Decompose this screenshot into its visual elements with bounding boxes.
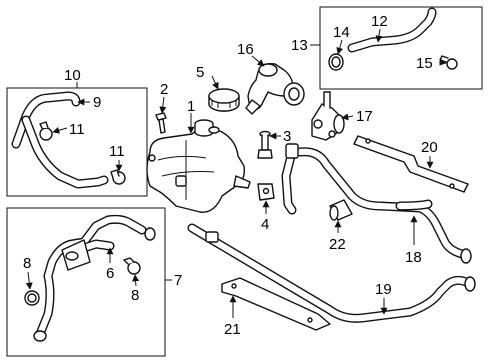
group-box-7 [6,207,166,357]
callout-16: 16 [237,41,254,58]
part-21-bracket [221,277,331,331]
callout-5: 5 [196,64,204,81]
group-box-13 [319,6,483,90]
part-5-reservoir-cap [208,88,240,112]
part-2-bolt [155,112,167,134]
part-20-bracket [353,135,469,193]
callout-19: 19 [375,281,392,298]
part-9-hose [11,91,109,189]
callout-10: 10 [64,67,81,84]
callout-12: 12 [371,13,388,30]
leader-lines [25,28,447,318]
callout-labels: 1 2 3 4 5 6 7 8 8 9 10 11 11 12 13 14 15… [23,13,438,338]
part-3-stud [257,130,273,159]
part-8-clamp-b [123,257,141,275]
part-18-coolant-pipe [281,143,472,264]
part-11-clamp-b [110,169,126,185]
part-17-outlet-housing [311,91,345,141]
callout-11a: 11 [69,121,85,138]
part-19-coolant-pipe [187,223,476,323]
callout-20: 20 [421,139,438,156]
callout-4: 4 [261,216,269,233]
callout-11b: 11 [109,143,125,160]
callout-2: 2 [160,81,168,98]
callout-6: 6 [106,265,114,282]
callout-15: 15 [416,55,433,72]
callout-7: 7 [174,272,182,289]
part-22-fitting [329,199,353,221]
part-14-clamp [328,53,344,71]
callout-18: 18 [405,249,422,266]
part-11-clamp-a [39,121,53,141]
callout-1: 1 [187,98,195,115]
callout-21: 21 [224,321,241,338]
callout-8b: 8 [131,287,139,304]
part-8-clamp-a [24,290,40,306]
callout-3: 3 [283,128,291,145]
part-16-thermostat-housing [245,62,305,115]
callout-9: 9 [93,94,101,111]
part-12-hose [347,7,437,53]
callout-14: 14 [333,24,350,41]
callout-17: 17 [356,108,373,125]
part-6-hose-assembly [33,214,156,342]
callout-8a: 8 [23,255,31,272]
part-4-bracket [257,183,275,201]
part-1-expansion-tank [146,119,251,213]
callout-13: 13 [291,37,308,54]
callout-22: 22 [329,236,346,253]
